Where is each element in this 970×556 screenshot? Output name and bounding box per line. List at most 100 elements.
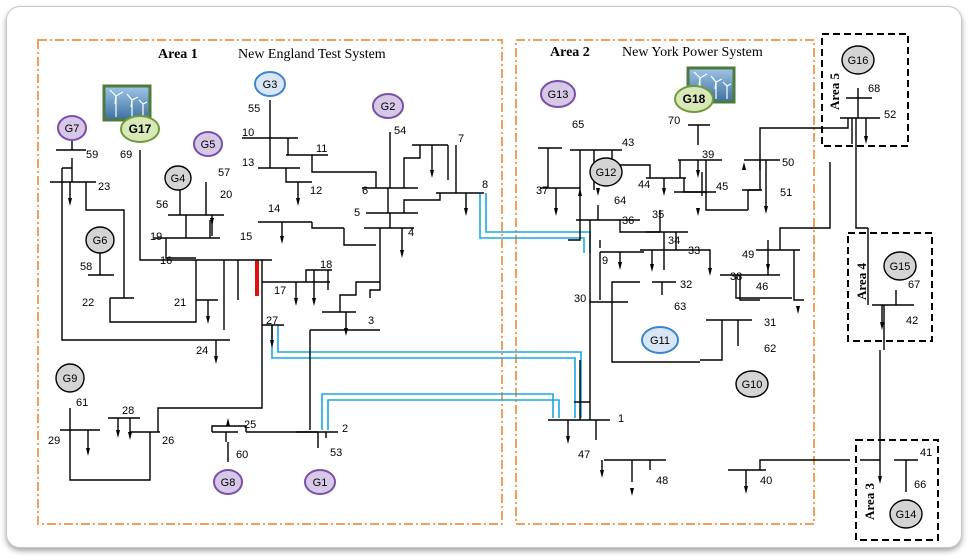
bus-44-label: 44 bbox=[638, 179, 650, 191]
generator-G1[interactable]: G1 bbox=[305, 470, 335, 494]
bus-labels: 1 2 3 4 5 6 7 8 9 10 11 12 13 14 15 16 1… bbox=[48, 83, 932, 491]
load-arrow-icon bbox=[596, 188, 600, 196]
load-arrow-icon bbox=[280, 236, 284, 244]
bus-48-label: 48 bbox=[656, 475, 668, 487]
generator-G3[interactable]: G3 bbox=[255, 72, 285, 96]
load-arrow-icon bbox=[742, 162, 746, 170]
bus-10-label: 10 bbox=[242, 127, 254, 139]
bus-68-label: 68 bbox=[868, 83, 880, 95]
bus-19-label: 19 bbox=[150, 231, 162, 243]
load-arrow-icon bbox=[430, 170, 434, 178]
bus-32-label: 32 bbox=[680, 279, 692, 291]
generator-G8[interactable]: G8 bbox=[214, 470, 242, 494]
area-5-label: Area 5 bbox=[827, 73, 842, 110]
svg-text:G6: G6 bbox=[93, 235, 108, 247]
bus-66-label: 66 bbox=[914, 479, 926, 491]
bus-2-label: 2 bbox=[342, 423, 348, 435]
generator-G2[interactable]: G2 bbox=[373, 94, 403, 118]
generator-G17[interactable]: G17 bbox=[121, 116, 159, 142]
generators: G1 G2 G3 G4 G5 G6 G7 G8 G9 G10 G11 G12 G… bbox=[56, 46, 922, 528]
load-arrow-icon bbox=[766, 264, 770, 272]
bus-26-label: 26 bbox=[162, 435, 174, 447]
bus-64-label: 64 bbox=[614, 195, 626, 207]
load-arrow-icon bbox=[764, 206, 768, 214]
load-arrow-icon bbox=[662, 188, 666, 196]
generator-G6[interactable]: G6 bbox=[86, 227, 114, 253]
load-arrow-icon bbox=[270, 340, 274, 348]
bus-11-label: 11 bbox=[316, 143, 327, 155]
bus-15-label: 15 bbox=[240, 231, 252, 243]
load-arrow-icon bbox=[878, 476, 882, 484]
bus-18-label: 18 bbox=[320, 259, 332, 271]
bus-9-label: 9 bbox=[602, 255, 608, 267]
area-2-subtitle: New York Power System bbox=[622, 45, 763, 60]
svg-text:G11: G11 bbox=[650, 335, 670, 347]
bus-43-label: 43 bbox=[622, 137, 634, 149]
wind-turbine-icon bbox=[104, 86, 150, 120]
load-arrow-icon bbox=[294, 298, 298, 306]
svg-text:G18: G18 bbox=[683, 92, 706, 106]
svg-text:G14: G14 bbox=[896, 509, 917, 521]
load-arrow-icon bbox=[400, 250, 404, 258]
bus-57-label: 57 bbox=[218, 167, 230, 179]
bus-60-label: 60 bbox=[236, 449, 248, 461]
bus-58-label: 58 bbox=[80, 261, 92, 273]
generator-G12[interactable]: G12 bbox=[590, 158, 622, 186]
load-arrow-icon bbox=[86, 448, 90, 456]
bus-1-label: 1 bbox=[618, 413, 624, 425]
load-arrow-icon bbox=[296, 198, 300, 206]
bus-3-label: 3 bbox=[368, 315, 374, 327]
generator-G4[interactable]: G4 bbox=[165, 166, 191, 190]
bus-54-label: 54 bbox=[394, 125, 406, 137]
area-boxes bbox=[38, 34, 938, 540]
load-arrow-icon bbox=[578, 188, 582, 196]
load-arrow-icon bbox=[744, 486, 748, 494]
generator-G16[interactable]: G16 bbox=[842, 46, 874, 74]
svg-text:G17: G17 bbox=[129, 122, 152, 136]
load-arrow-icon bbox=[630, 488, 634, 496]
bus-33-label: 33 bbox=[688, 245, 700, 257]
bus-27-label: 27 bbox=[266, 315, 278, 327]
generator-G11[interactable]: G11 bbox=[642, 327, 678, 353]
bus-30-label: 30 bbox=[574, 293, 586, 305]
bus-65-label: 65 bbox=[572, 119, 584, 131]
bus-38-label: 38 bbox=[730, 271, 742, 283]
generator-G14[interactable]: G14 bbox=[890, 500, 922, 528]
generator-G5[interactable]: G5 bbox=[194, 132, 222, 156]
bus-47-label: 47 bbox=[578, 449, 590, 461]
load-arrow-icon bbox=[214, 356, 218, 364]
bus-49-label: 49 bbox=[742, 249, 754, 261]
load-arrow-icon bbox=[696, 170, 700, 178]
bus-69-label: 69 bbox=[120, 149, 132, 161]
svg-text:G10: G10 bbox=[742, 379, 763, 391]
bus-31-label: 31 bbox=[764, 317, 776, 329]
generator-G18[interactable]: G18 bbox=[675, 86, 713, 112]
generator-G7[interactable]: G7 bbox=[58, 116, 86, 140]
bus-62-label: 62 bbox=[764, 343, 776, 355]
generator-G9[interactable]: G9 bbox=[56, 364, 84, 392]
svg-text:G1: G1 bbox=[313, 477, 328, 489]
svg-text:G8: G8 bbox=[221, 477, 236, 489]
bus-40-label: 40 bbox=[760, 475, 772, 487]
generator-G15[interactable]: G15 bbox=[884, 252, 916, 280]
bus-28-label: 28 bbox=[122, 405, 134, 417]
load-arrow-icon bbox=[618, 262, 622, 270]
bus-29-label: 29 bbox=[48, 435, 60, 447]
bus-34-label: 34 bbox=[668, 235, 680, 247]
bus-14-label: 14 bbox=[268, 203, 280, 215]
bus-25-label: 25 bbox=[244, 419, 256, 431]
bus-21-label: 21 bbox=[174, 297, 186, 309]
area-2-label: Area 2 bbox=[550, 45, 590, 60]
tie-line-27-1 bbox=[272, 325, 581, 418]
svg-text:G5: G5 bbox=[201, 139, 216, 151]
bus-61-label: 61 bbox=[76, 397, 88, 409]
svg-text:G7: G7 bbox=[65, 123, 80, 135]
load-arrow-icon bbox=[116, 430, 120, 438]
svg-text:G16: G16 bbox=[848, 55, 869, 67]
area-1-subtitle: New England Test System bbox=[238, 47, 386, 62]
load-arrow-icon bbox=[206, 316, 210, 324]
generator-G13[interactable]: G13 bbox=[541, 81, 575, 107]
bus-39-label: 39 bbox=[702, 149, 714, 161]
generator-G10[interactable]: G10 bbox=[736, 371, 768, 397]
